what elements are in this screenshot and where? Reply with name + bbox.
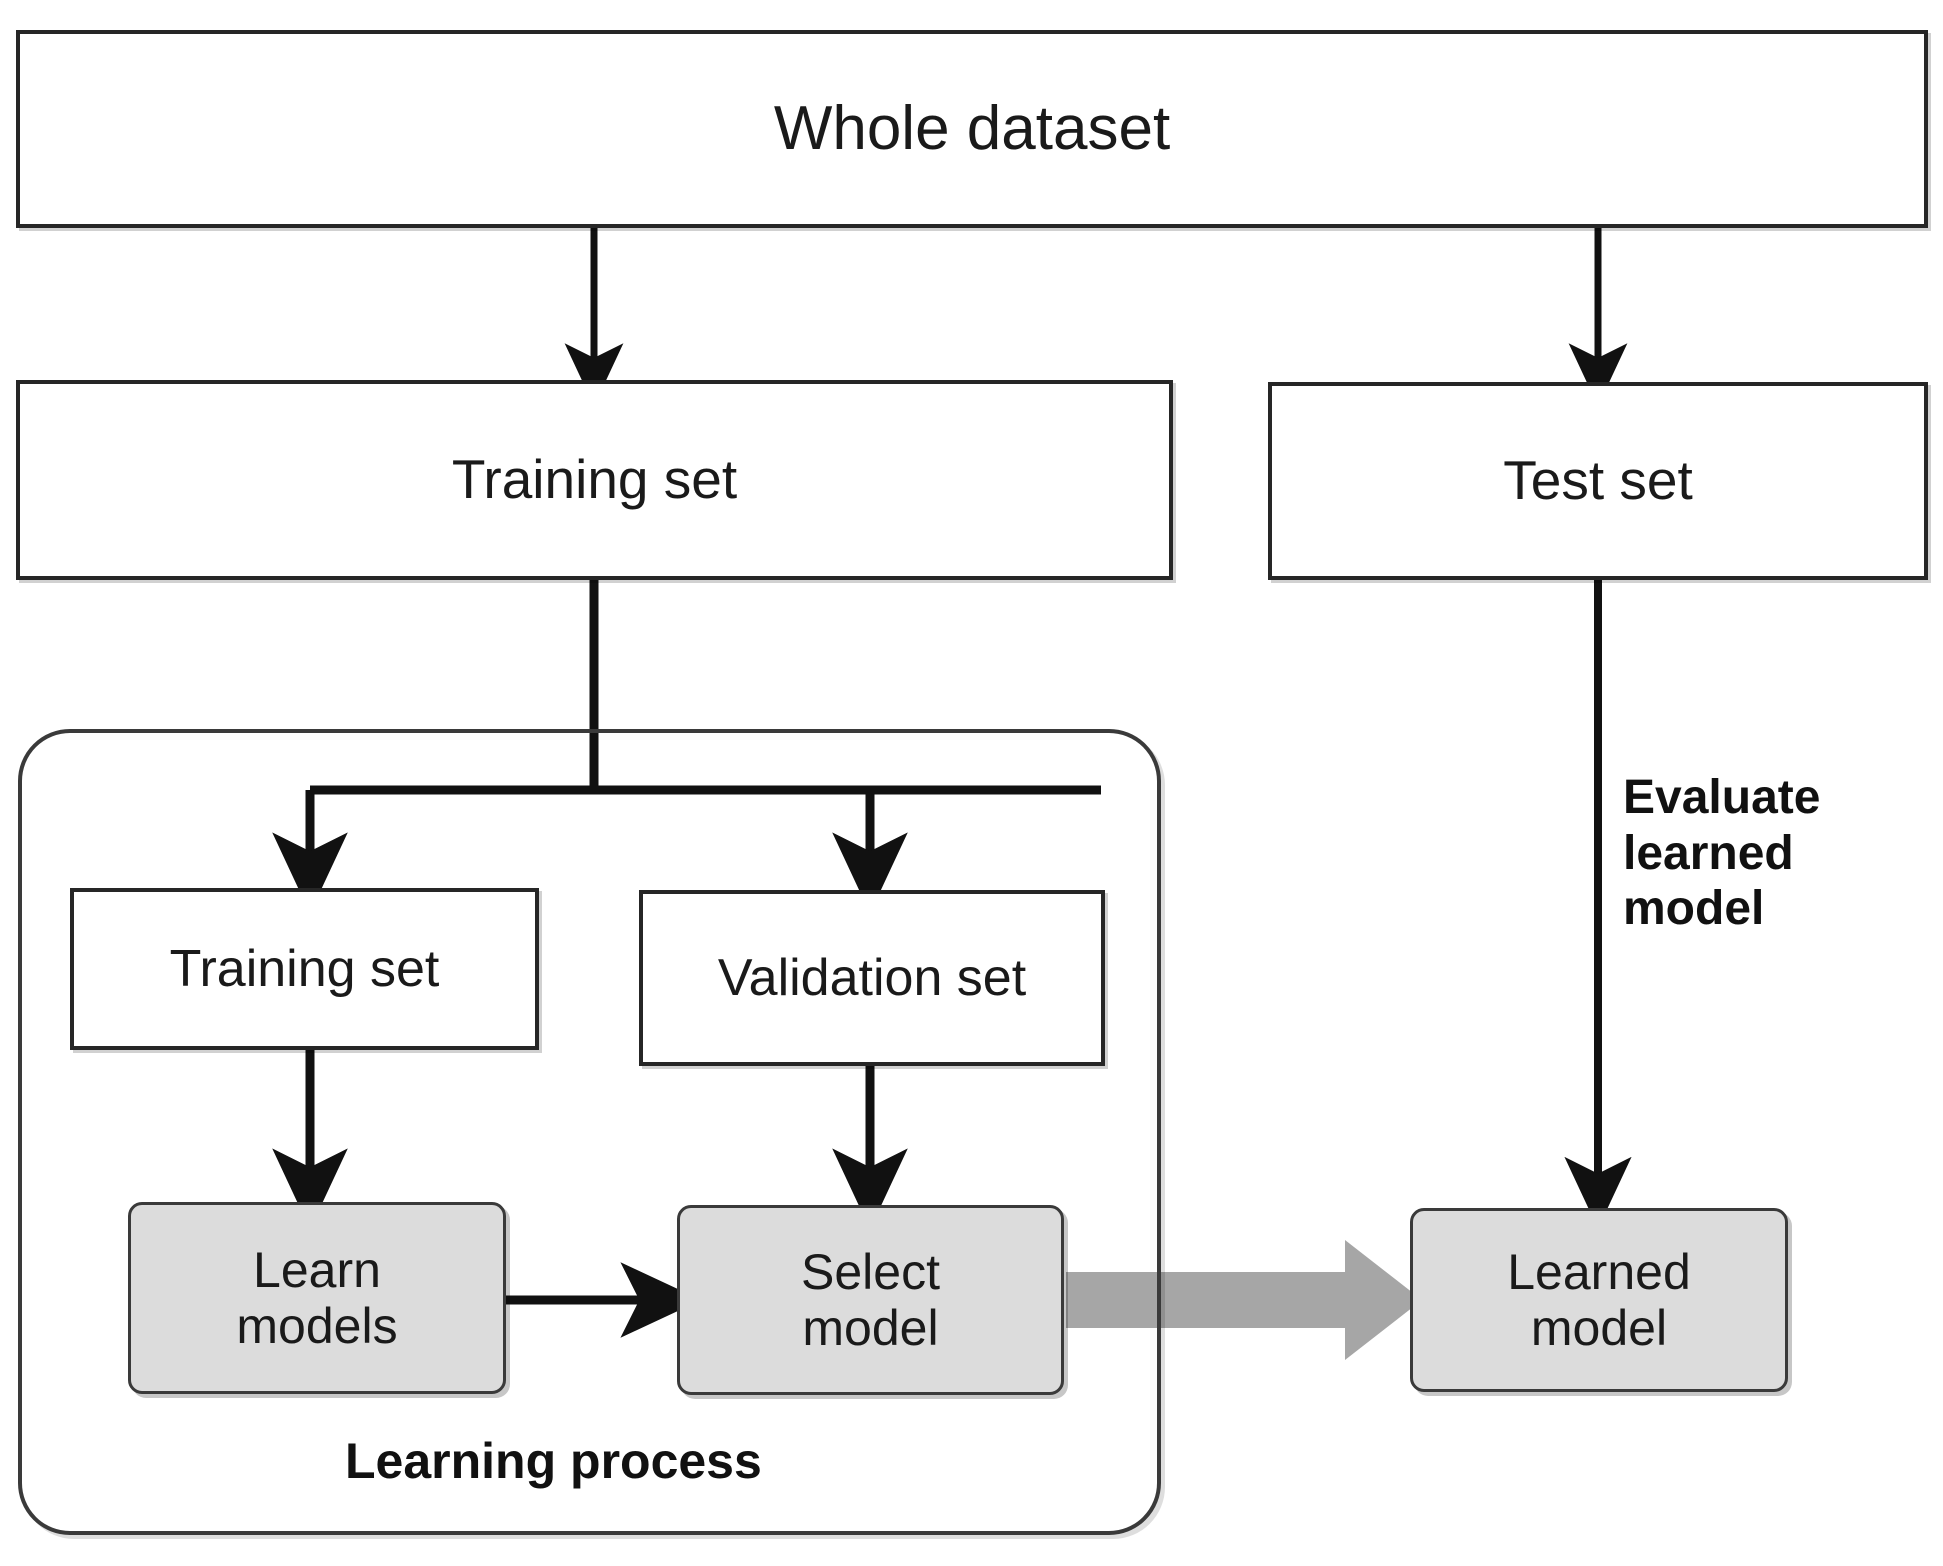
node-inner-training-set-label: Training set [169,939,440,998]
node-select-model[interactable]: Select model [677,1205,1064,1395]
node-select-model-label: Select model [801,1244,940,1356]
node-learn-models[interactable]: Learn models [128,1202,506,1394]
node-learn-models-label: Learn models [236,1242,398,1354]
learning-process-group [18,729,1161,1535]
node-validation-set-label: Validation set [717,948,1027,1007]
learning-process-caption: Learning process [345,1433,762,1489]
edge-training-split-bus [305,580,1101,855]
node-whole-dataset[interactable]: Whole dataset [16,30,1928,228]
node-whole-dataset-label: Whole dataset [773,94,1171,164]
node-test-set[interactable]: Test set [1268,382,1928,580]
edge-select-to-learned-thick [1066,1240,1422,1360]
node-training-set-label: Training set [451,448,738,511]
evaluate-learned-model-note: Evaluate learned model [1623,771,1821,936]
node-learned-model[interactable]: Learned model [1410,1208,1788,1392]
node-inner-training-set[interactable]: Training set [70,888,539,1050]
node-validation-set[interactable]: Validation set [639,890,1105,1066]
node-test-set-label: Test set [1503,449,1693,512]
node-training-set[interactable]: Training set [16,380,1173,580]
node-learned-model-label: Learned model [1507,1244,1691,1356]
